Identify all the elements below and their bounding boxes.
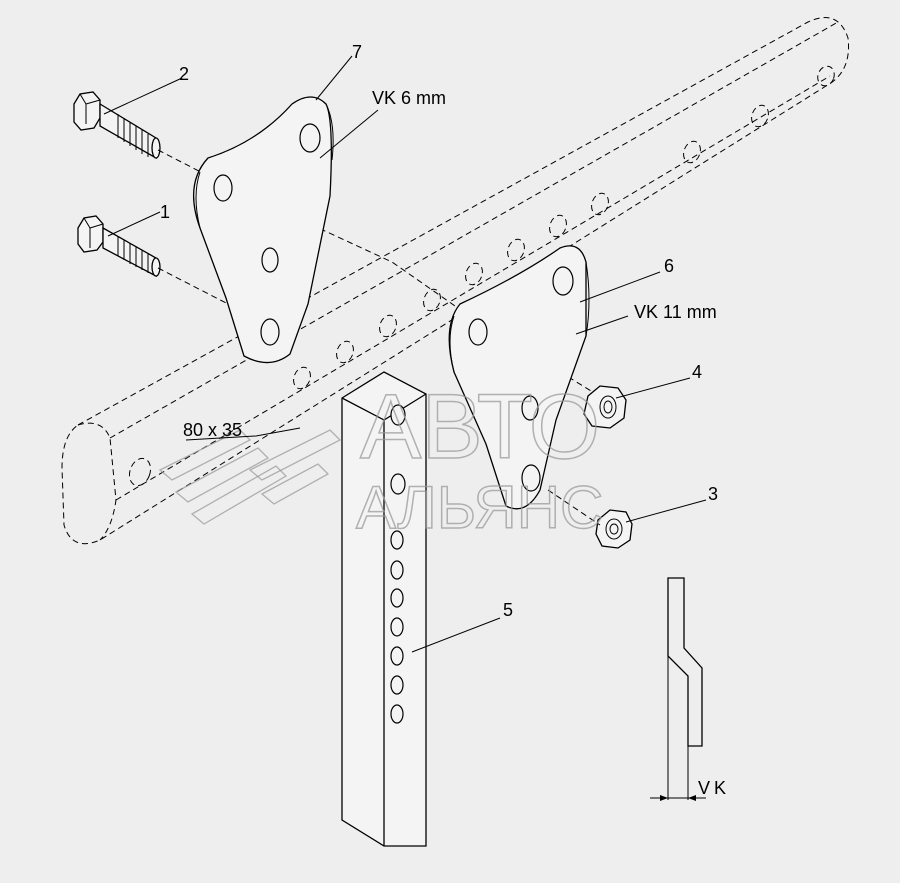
- beam-hole: [591, 192, 609, 216]
- axis-line-lower-nut: [547, 489, 601, 526]
- axis-line-lower: [157, 267, 231, 306]
- nut-lower: [595, 509, 633, 549]
- post-hole: [390, 473, 406, 495]
- plate-7-hole: [213, 174, 233, 202]
- plate-6: [448, 245, 590, 510]
- callout-4: 4: [692, 362, 702, 382]
- beam-hole: [128, 457, 152, 487]
- post-hole: [390, 704, 404, 724]
- plate-7-hole: [261, 247, 279, 273]
- beam-hole: [423, 288, 441, 312]
- plate-6-hole: [552, 266, 574, 296]
- callout-5: 5: [503, 600, 513, 620]
- post-hole: [390, 646, 404, 666]
- bolt-lower: [77, 215, 161, 278]
- label-beam-size: 80 x 35: [183, 420, 242, 440]
- label-vk-6mm: VK 6 mm: [372, 88, 446, 108]
- nut-upper: [583, 385, 627, 429]
- bolt-upper: [73, 91, 161, 160]
- leader-lines: [103, 55, 707, 653]
- watermark-logo: АВТО АЛЬЯНС: [158, 375, 604, 542]
- plate-7-hole: [260, 318, 280, 346]
- post-hole: [390, 404, 406, 426]
- plate-6-hole: [468, 318, 488, 346]
- beam-hole: [683, 140, 701, 164]
- offset-profile-detail: [650, 577, 706, 801]
- watermark-text-top: АВТО: [360, 376, 600, 478]
- callout-3: 3: [708, 484, 718, 504]
- beam-hole: [379, 314, 397, 338]
- post-5: [341, 371, 427, 847]
- post-hole: [390, 675, 404, 695]
- post-hole: [390, 588, 404, 608]
- label-vk-11mm: VK 11 mm: [634, 302, 717, 322]
- beam-hole: [549, 214, 567, 238]
- callout-2: 2: [179, 64, 189, 84]
- label-detail-vk: VK: [698, 778, 730, 798]
- post-hole: [390, 617, 404, 637]
- beam-hole: [336, 340, 354, 364]
- callout-6: 6: [664, 256, 674, 276]
- plate-7-hole: [299, 123, 321, 153]
- watermark-text-bottom: АЛЬЯНС: [356, 474, 603, 541]
- callout-7: 7: [352, 42, 362, 62]
- callout-1: 1: [160, 202, 170, 222]
- beam-hole: [293, 366, 311, 390]
- beam-hole: [817, 65, 835, 87]
- plate-6-hole: [521, 395, 539, 421]
- beam-hole: [751, 104, 769, 128]
- post-hole: [390, 530, 404, 550]
- beam-hole: [465, 262, 483, 286]
- beam-hole: [507, 238, 525, 262]
- plate-6-hole: [521, 464, 541, 492]
- post-hole: [390, 560, 404, 580]
- plate-7: [193, 96, 334, 364]
- beam: [61, 17, 850, 545]
